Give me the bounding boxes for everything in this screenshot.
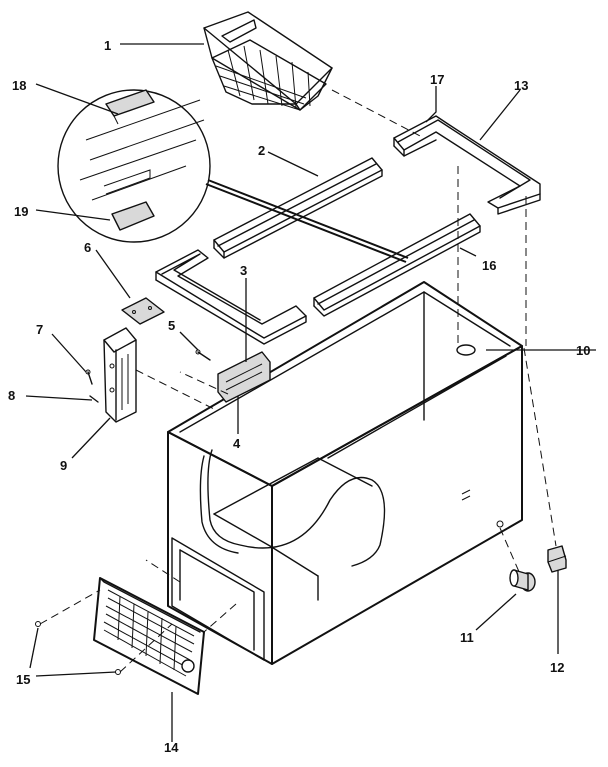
part-10-plug — [456, 344, 476, 356]
callout-19: 19 — [14, 204, 28, 219]
callout-1: 1 — [104, 38, 111, 53]
part-8-screw — [89, 395, 99, 403]
assembly-lines — [39, 89, 557, 673]
callout-8: 8 — [8, 388, 15, 403]
callout-16: 16 — [482, 258, 496, 273]
callout-5: 5 — [168, 318, 175, 333]
part-15-screw-bottom — [115, 669, 121, 675]
part-14-grille — [93, 577, 205, 695]
freezer-cabinet — [167, 281, 523, 665]
callout-14: 14 — [164, 740, 179, 755]
part-2-rail — [213, 157, 383, 259]
callout-15: 15 — [16, 672, 30, 687]
callout-17: 17 — [430, 72, 444, 87]
part-19-clip — [111, 201, 155, 231]
part-7-screw — [85, 369, 93, 385]
callout-2: 2 — [258, 143, 265, 158]
part-6-hinge-cover — [121, 297, 165, 325]
part-12-knob — [547, 545, 567, 573]
callout-11: 11 — [460, 630, 474, 645]
callout-10: 10 — [576, 343, 590, 358]
leader-lines — [25, 43, 596, 742]
callout-13: 13 — [514, 78, 528, 93]
part-1-basket — [203, 11, 333, 111]
detail-magnifier — [57, 89, 409, 263]
callout-7: 7 — [36, 322, 43, 337]
part-15-screw-top — [35, 621, 41, 627]
callout-9: 9 — [60, 458, 67, 473]
callout-labels: 1 2 3 4 5 6 7 8 9 10 11 12 13 14 15 16 1… — [8, 38, 590, 755]
part-16-rail — [313, 213, 481, 317]
callout-6: 6 — [84, 240, 91, 255]
callout-4: 4 — [233, 436, 241, 451]
part-5-screw — [195, 349, 211, 361]
part-3-bracket — [217, 351, 271, 403]
left-breaker — [155, 249, 307, 345]
callout-18: 18 — [12, 78, 26, 93]
part-11-drain-plug — [509, 569, 536, 592]
callout-12: 12 — [550, 660, 564, 675]
callout-3: 3 — [240, 263, 247, 278]
part-9-hinge — [103, 327, 137, 423]
part-13-breaker — [393, 115, 541, 215]
